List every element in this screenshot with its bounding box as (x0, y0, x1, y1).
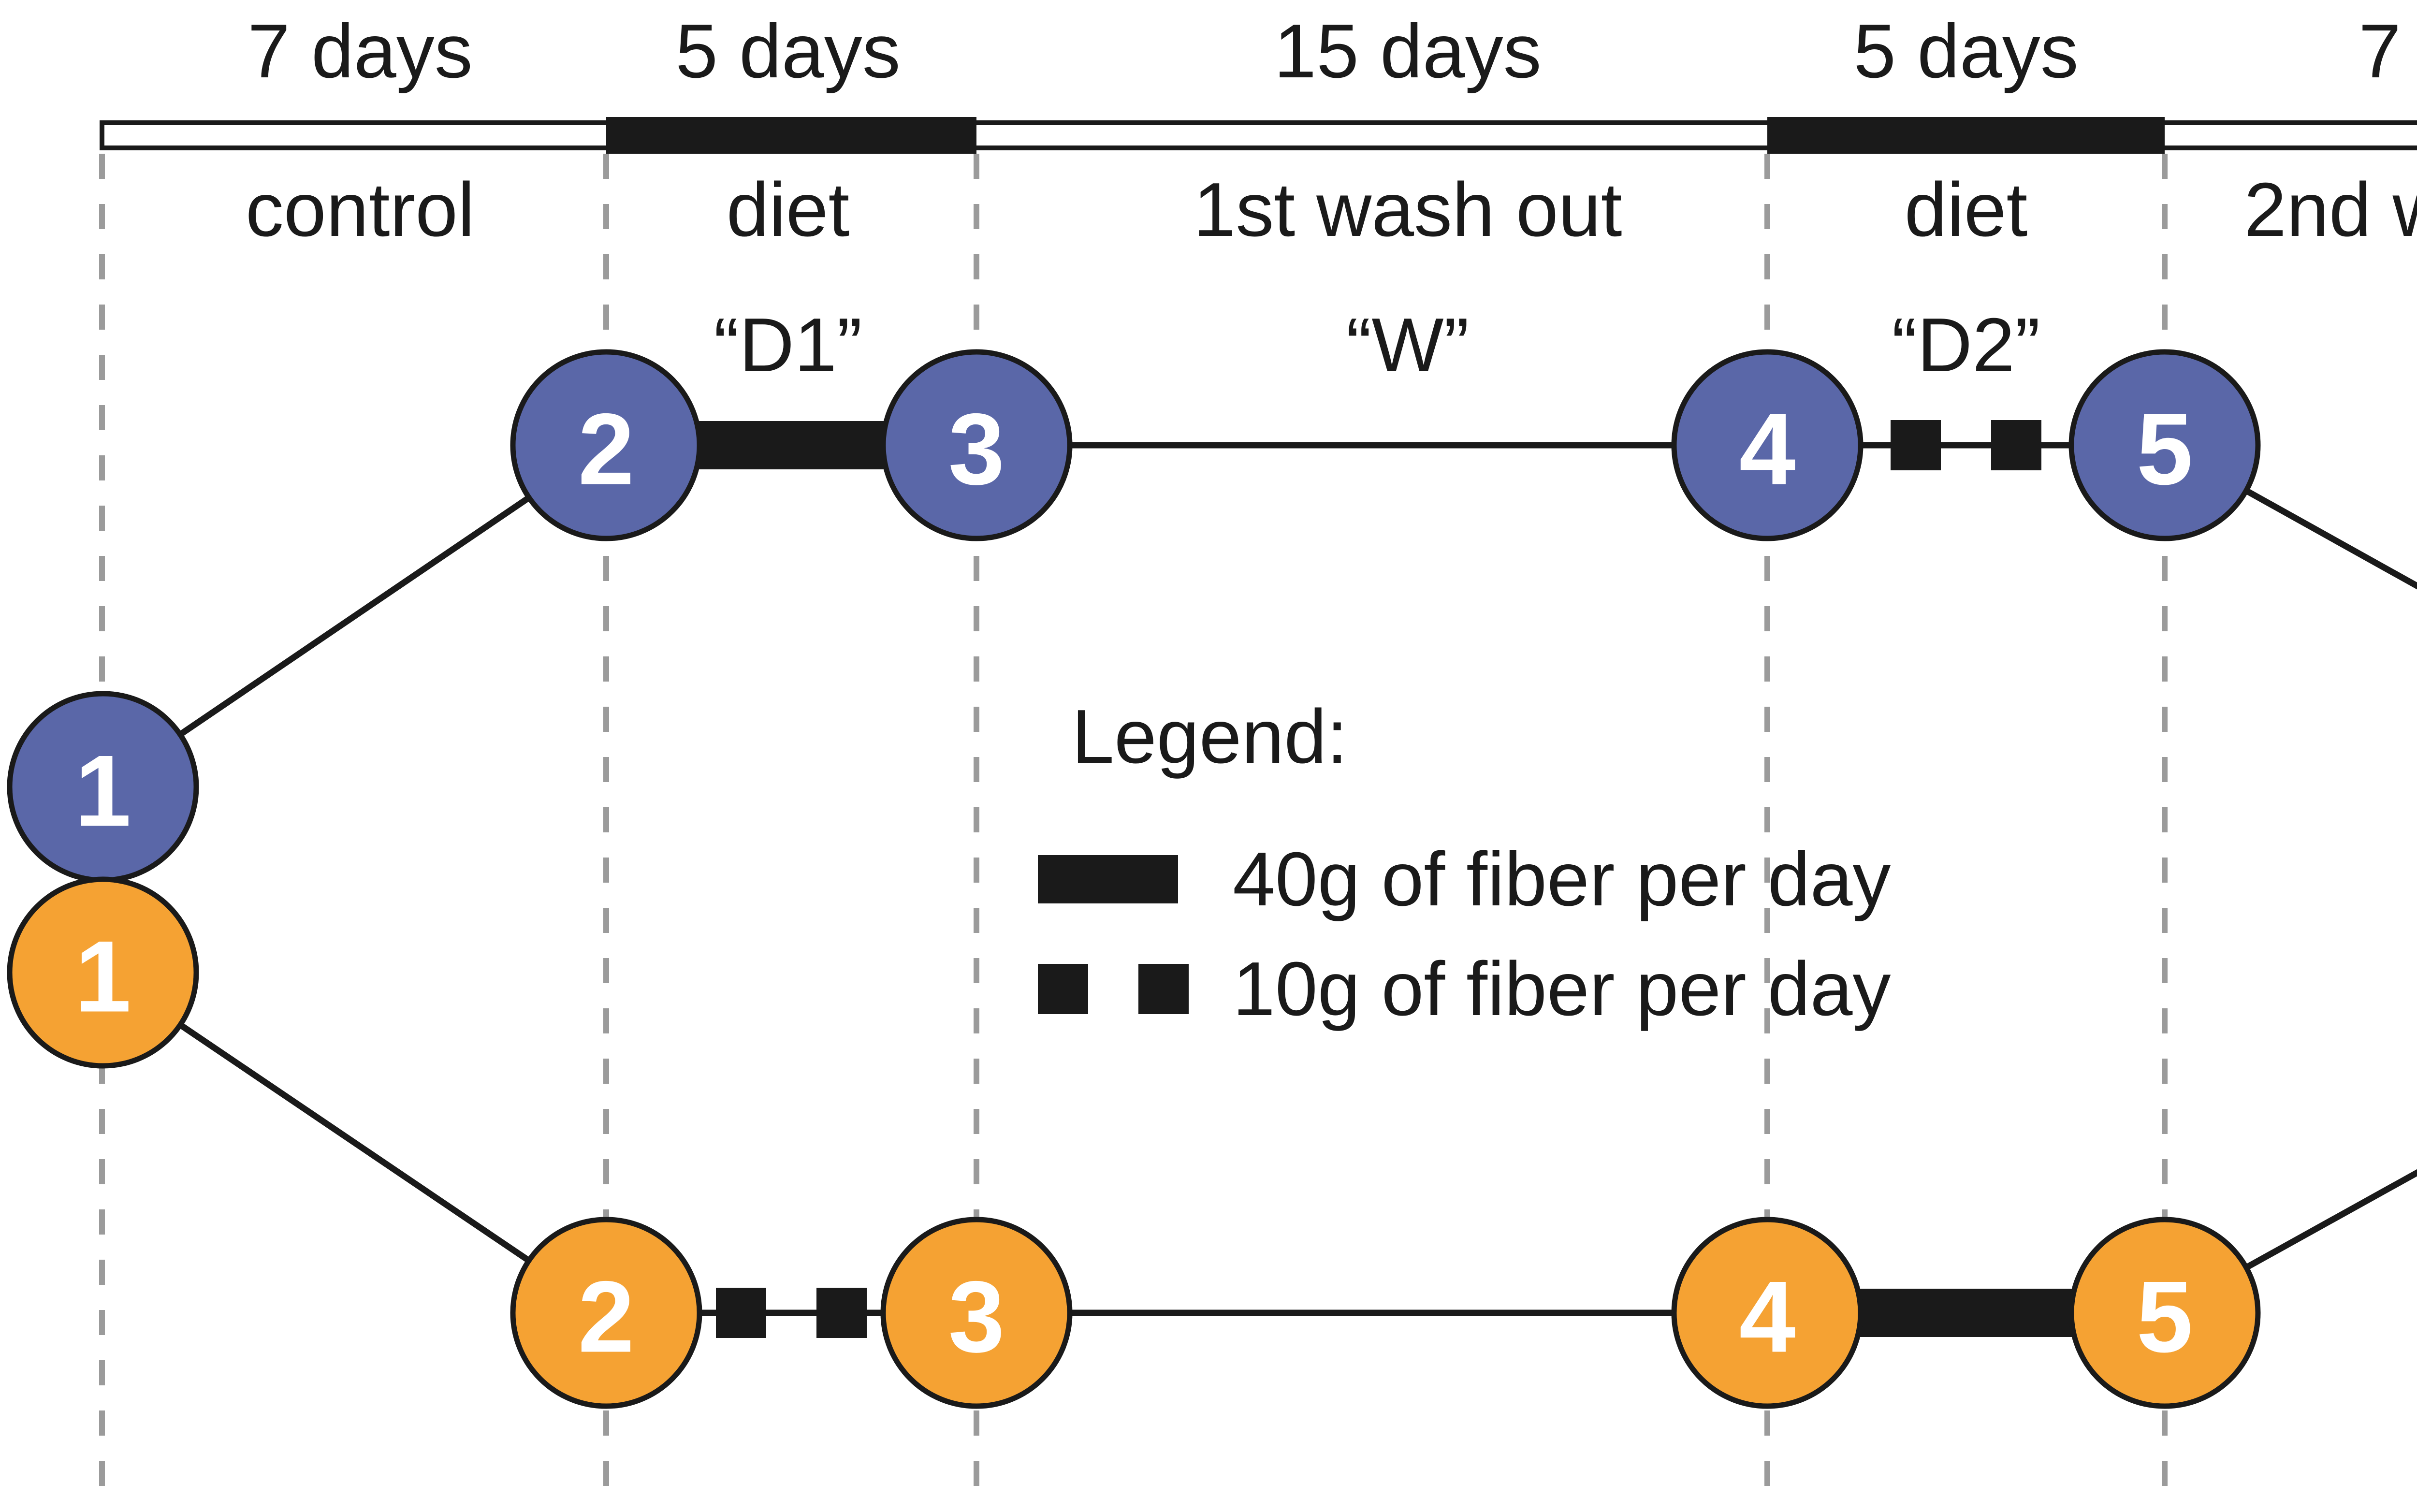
node-number-label-orange-2: 2 (578, 1260, 635, 1374)
phase-duration-label-2: 5 days (675, 9, 901, 94)
edge-10g-square-orange-2-3-2 (816, 1288, 867, 1338)
legend-swatch-10g-square-1 (1038, 964, 1088, 1014)
study-node-orange-3 (880, 1217, 1073, 1409)
study-node-blue-3 (880, 349, 1073, 541)
phase-code-label-2: “D1” (713, 303, 862, 388)
study-node-orange-2 (510, 1217, 702, 1409)
edge-10g-square-blue-4-5-2 (1991, 420, 2041, 470)
study-node-blue-4 (1671, 349, 1864, 541)
legend-title: Legend: (1072, 694, 1348, 779)
phase-duration-label-5: 7 days (2359, 9, 2417, 94)
phase-code-label-3: “W” (1346, 303, 1469, 388)
legend-swatch-10g-square-2 (1138, 964, 1189, 1014)
edge-10g-square-orange-2-3-1 (716, 1288, 766, 1338)
phase-duration-label-4: 5 days (1853, 9, 2079, 94)
study-node-blue-2 (510, 349, 702, 541)
phase-name-label-2: diet (727, 167, 850, 252)
phase-name-label-4: diet (1905, 167, 2028, 252)
study-node-orange-5 (2068, 1217, 2261, 1409)
node-number-label-orange-1: 1 (75, 920, 131, 1033)
edge-line-blue-1-2 (101, 442, 608, 790)
legend-item-label-1: 40g of fiber per day (1233, 837, 1891, 922)
node-number-label-blue-3: 3 (948, 393, 1005, 506)
edge-line-orange-5-6 (2163, 1169, 2417, 1316)
edge-line-blue-5-6 (2163, 442, 2417, 590)
study-node-orange-4 (1671, 1217, 1864, 1409)
study-node-blue-5 (2068, 349, 2261, 541)
phase-name-label-5: 2nd wash out (2244, 167, 2417, 252)
timeline-diet-segment-2 (1767, 117, 2165, 154)
study-node-orange-1 (7, 876, 199, 1069)
timeline-diet-segment-1 (606, 117, 976, 154)
edge-10g-square-blue-4-5-1 (1891, 420, 1941, 470)
phase-name-label-1: control (246, 167, 475, 252)
phase-code-label-4: “D2” (1892, 303, 2040, 388)
legend-item-label-2: 10g of fiber per day (1233, 946, 1891, 1032)
node-number-label-blue-5: 5 (2137, 393, 2193, 506)
node-number-label-orange-4: 4 (1739, 1260, 1796, 1374)
phase-duration-label-3: 15 days (1274, 9, 1541, 94)
node-number-label-orange-5: 5 (2137, 1260, 2193, 1374)
phase-name-label-3: 1st wash out (1193, 167, 1622, 252)
node-number-label-orange-3: 3 (948, 1260, 1005, 1374)
legend-swatch-40g-bar (1038, 855, 1178, 903)
edge-line-orange-1-2 (101, 970, 608, 1316)
node-number-label-blue-2: 2 (578, 393, 635, 506)
node-number-label-blue-1: 1 (75, 734, 131, 848)
phase-duration-label-1: 7 days (248, 9, 473, 94)
node-number-label-blue-4: 4 (1739, 393, 1796, 506)
